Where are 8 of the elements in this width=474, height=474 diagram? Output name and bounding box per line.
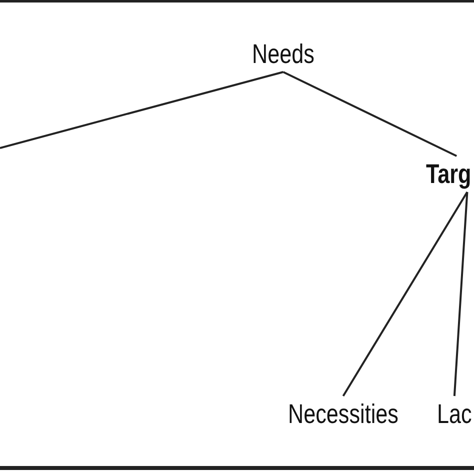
node-label: Necessities: [288, 398, 398, 430]
node-label: Lac: [437, 398, 472, 430]
connector-line: [342, 191, 468, 397]
node-label: Targ: [426, 158, 472, 190]
connector-line: [0, 71, 284, 149]
connector-line: [453, 192, 468, 396]
node-label: Needs: [252, 38, 314, 70]
connector-line: [282, 71, 458, 157]
